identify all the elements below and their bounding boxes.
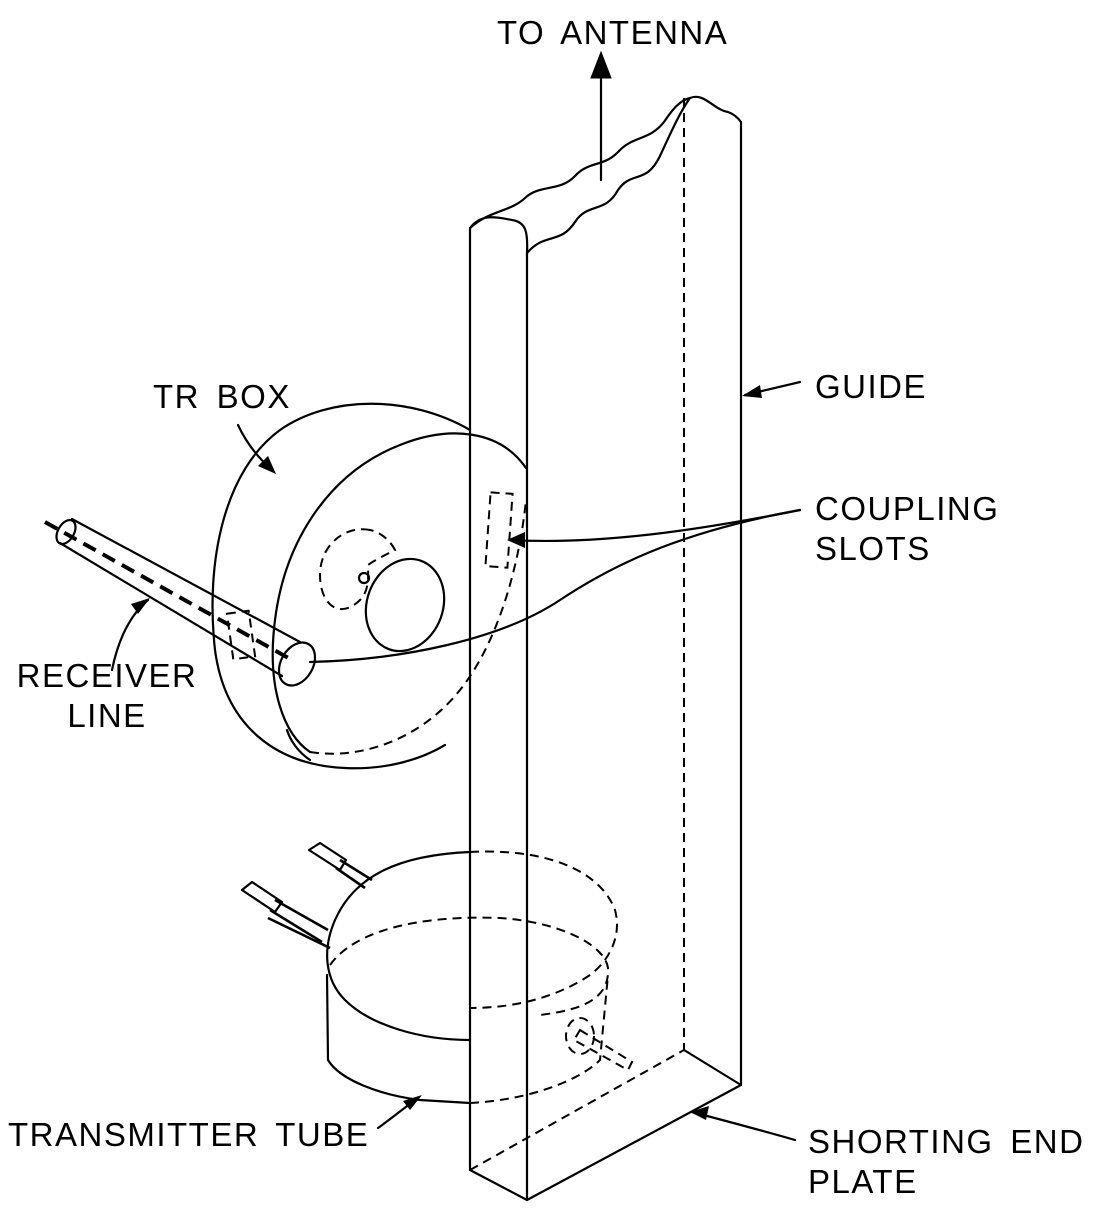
tr-box-side-edge [285, 728, 312, 762]
label-shorting-end-plate-line-1: SHORTING END [808, 1123, 1085, 1160]
tr-box-window [364, 557, 446, 653]
transmitter-probe-base [565, 1017, 595, 1055]
label-receiver-line-line-1: RECEIVER [16, 657, 198, 694]
coupling-slots-leader-1 [508, 508, 802, 543]
transmitter-tube-bottom-hidden [469, 974, 609, 1104]
label-tr-box: TR BOX [153, 378, 291, 415]
transmitter-tube-back-rim [469, 850, 618, 1009]
leader-lines [110, 380, 802, 1142]
waveguide-bottom-right [525, 1083, 743, 1202]
receiver-line-top-edge [70, 517, 302, 644]
tr-box [211, 402, 528, 770]
shorting-end-plate-edge [682, 1048, 743, 1087]
waveguide [468, 95, 743, 1202]
transmitter-tube-front-rim [326, 850, 472, 1042]
label-shorting-end-plate: SHORTING END PLATE [808, 1122, 1084, 1202]
tr-box-front-face [271, 432, 528, 754]
label-to-antenna: TO ANTENNA [497, 14, 729, 51]
tr-box-cone-hidden [318, 528, 397, 611]
label-coupling-slots-line-2: SLOTS [815, 530, 931, 567]
label-guide: GUIDE [815, 368, 928, 405]
coupling-slots-leader-2 [308, 508, 802, 664]
label-receiver-line-line-2: LINE [67, 697, 147, 734]
receiver-line [44, 517, 317, 687]
receiver-line-bottom-edge [58, 541, 284, 678]
transmitter-tube [240, 841, 618, 1105]
receiver-coupling-slot [225, 609, 257, 661]
label-shorting-end-plate-line-2: PLATE [808, 1163, 918, 1200]
waveguide-hidden-bottom-left [469, 1049, 685, 1171]
shorting-end-plate-leader [690, 1110, 797, 1142]
receiver-line-front-end [277, 641, 317, 687]
tr-box-ring [357, 571, 371, 585]
transmitter-tube-inner-ellipse [329, 916, 610, 1016]
coupling-slot-front [484, 491, 514, 569]
transmitter-coupling-probe [572, 1028, 634, 1072]
waveguide-torn-top [468, 95, 743, 255]
label-receiver-line: RECEIVER LINE [12, 656, 202, 736]
tr-box-back-rim [211, 402, 472, 770]
transmitter-tube-leads [240, 841, 373, 950]
receiver-line-center-conductor [44, 520, 293, 662]
label-coupling-slots: COUPLING SLOTS [815, 489, 999, 569]
label-transmitter-tube: TRANSMITTER TUBE [8, 1116, 370, 1153]
waveguide-bottom-front [468, 1168, 529, 1202]
label-coupling-slots-line-1: COUPLING [815, 490, 1000, 527]
tr-box-front-hidden [309, 499, 527, 755]
